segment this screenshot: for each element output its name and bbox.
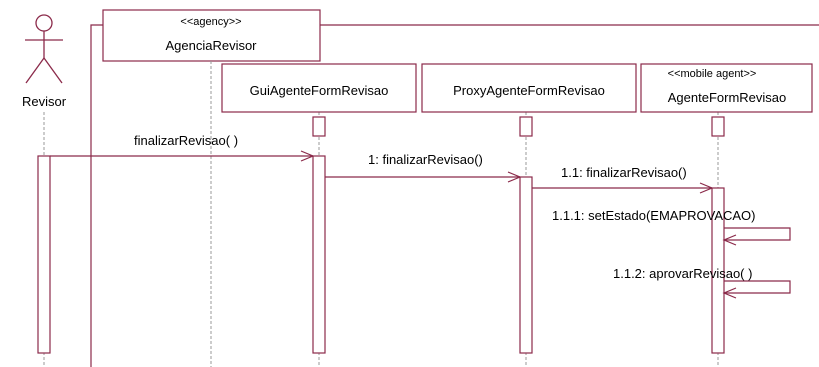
participant-stereotype: <<mobile agent>> bbox=[668, 68, 757, 80]
participant-agente-form-revisao: <<mobile agent>> AgenteFormRevisao bbox=[640, 63, 813, 367]
message-label: 1.1.1: setEstado(EMAPROVACAO) bbox=[552, 208, 756, 223]
agency-name: AgenciaRevisor bbox=[165, 38, 257, 53]
participant-box bbox=[640, 63, 813, 113]
message-1-1-2-aprovar-revisao: 1.1.2: aprovarRevisao( ) bbox=[613, 266, 791, 299]
message-1-1-finalizar-revisao: 1.1: finalizarRevisao() bbox=[532, 165, 714, 194]
message-label: finalizarRevisao( ) bbox=[134, 133, 238, 148]
participant-activation-bar bbox=[711, 187, 725, 354]
participant-name: ProxyAgenteFormRevisao bbox=[453, 83, 605, 98]
message-finalizar-revisao: finalizarRevisao( ) bbox=[50, 133, 315, 162]
arrowhead-icon bbox=[507, 171, 522, 183]
arrowhead-icon bbox=[699, 182, 714, 194]
participant-activation-small bbox=[312, 116, 326, 137]
arrowhead-icon bbox=[300, 150, 315, 162]
participant-name: GuiAgenteFormRevisao bbox=[250, 83, 389, 98]
agency-stereotype: <<agency>> bbox=[180, 16, 241, 28]
message-1-finalizar-revisao: 1: finalizarRevisao() bbox=[325, 152, 522, 183]
participant-activation-bar bbox=[519, 176, 533, 354]
message-label: 1: finalizarRevisao() bbox=[368, 152, 483, 167]
message-1-1-1-set-estado: 1.1.1: setEstado(EMAPROVACAO) bbox=[552, 208, 791, 246]
message-label: 1.1: finalizarRevisao() bbox=[561, 165, 687, 180]
participant-box bbox=[421, 63, 637, 113]
participant-activation-small bbox=[711, 116, 725, 137]
participant-proxy-agente-form-revisao: ProxyAgenteFormRevisao bbox=[421, 63, 637, 367]
participant-box bbox=[221, 63, 417, 113]
message-label: 1.1.2: aprovarRevisao( ) bbox=[613, 266, 752, 281]
actor-label: Revisor bbox=[22, 94, 67, 109]
arrowhead-icon bbox=[722, 234, 737, 246]
agency-name-box bbox=[102, 9, 321, 62]
actor-revisor: Revisor bbox=[22, 14, 67, 367]
agency-frame: <<agency>> AgenciaRevisor bbox=[90, 9, 819, 367]
agency-frame-left-border bbox=[90, 24, 103, 367]
participant-activation-bar bbox=[312, 155, 326, 354]
participant-gui-agente-form-revisao: GuiAgenteFormRevisao bbox=[221, 63, 417, 367]
actor-activation-bar bbox=[37, 155, 51, 354]
arrowhead-icon bbox=[722, 287, 737, 299]
participant-name: AgenteFormRevisao bbox=[668, 90, 787, 105]
stick-figure-actor-icon bbox=[25, 14, 63, 84]
participant-activation-small bbox=[519, 116, 533, 137]
